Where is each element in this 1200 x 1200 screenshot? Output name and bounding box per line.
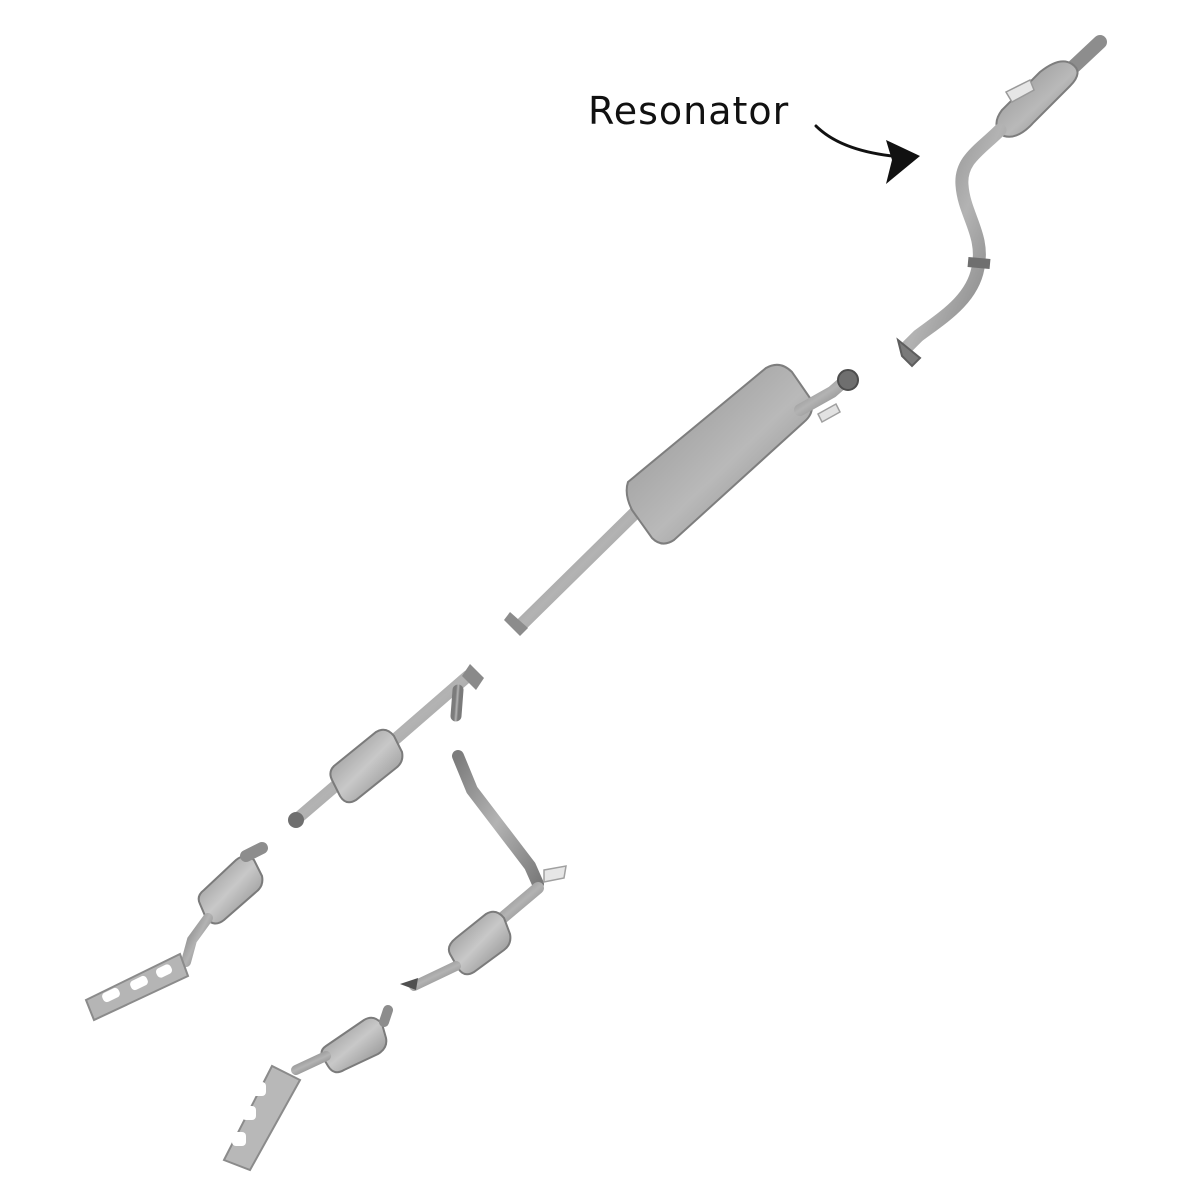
- muffler-assembly: [504, 363, 859, 636]
- resonator-callout-arrow: [814, 124, 920, 184]
- catalytic-converter-front: [329, 728, 404, 804]
- y-pipe-converter-assembly: [288, 664, 484, 828]
- resonator-bracket: [1004, 78, 1035, 104]
- muffler-inlet-pipe: [515, 501, 647, 631]
- left-manifold-pipe: [181, 913, 213, 967]
- arrow-shaft: [814, 124, 894, 158]
- front-pipe-flange: [400, 978, 418, 990]
- resonator-outlet-pipe: [901, 123, 1007, 353]
- catalytic-converter-rear: [447, 910, 512, 976]
- muffler-outlet-flange: [837, 369, 859, 391]
- arrow-head-icon: [886, 140, 920, 184]
- right-manifold-flange: [222, 1064, 302, 1172]
- y-pipe-flange: [462, 664, 484, 690]
- left-manifold-converter: [84, 842, 268, 1022]
- right-manifold-pipe: [291, 1051, 331, 1075]
- right-converter-inlet: [379, 1005, 393, 1027]
- muffler-inlet-flange: [504, 612, 528, 636]
- front-pipe-upper: [452, 750, 544, 890]
- resonator-label: Resonator: [588, 89, 790, 133]
- resonator-body: [995, 60, 1079, 138]
- front-pipe-lower: [494, 882, 544, 926]
- pipe-band: [967, 257, 991, 269]
- converter-inlet-flange: [288, 812, 304, 828]
- right-converter-body: [320, 1016, 388, 1074]
- y-pipe-branch: [450, 684, 464, 722]
- right-manifold-converter: [222, 1005, 393, 1172]
- front-pipe-converter-assembly: [400, 750, 567, 991]
- front-pipe-outlet: [409, 961, 461, 991]
- resonator-tailpipe-assembly: [896, 35, 1107, 368]
- muffler-hanger: [817, 402, 841, 424]
- left-converter-outlet: [240, 842, 268, 862]
- tailpipe-flange: [896, 337, 922, 368]
- muffler-body: [625, 363, 813, 545]
- front-pipe-hanger: [543, 865, 567, 883]
